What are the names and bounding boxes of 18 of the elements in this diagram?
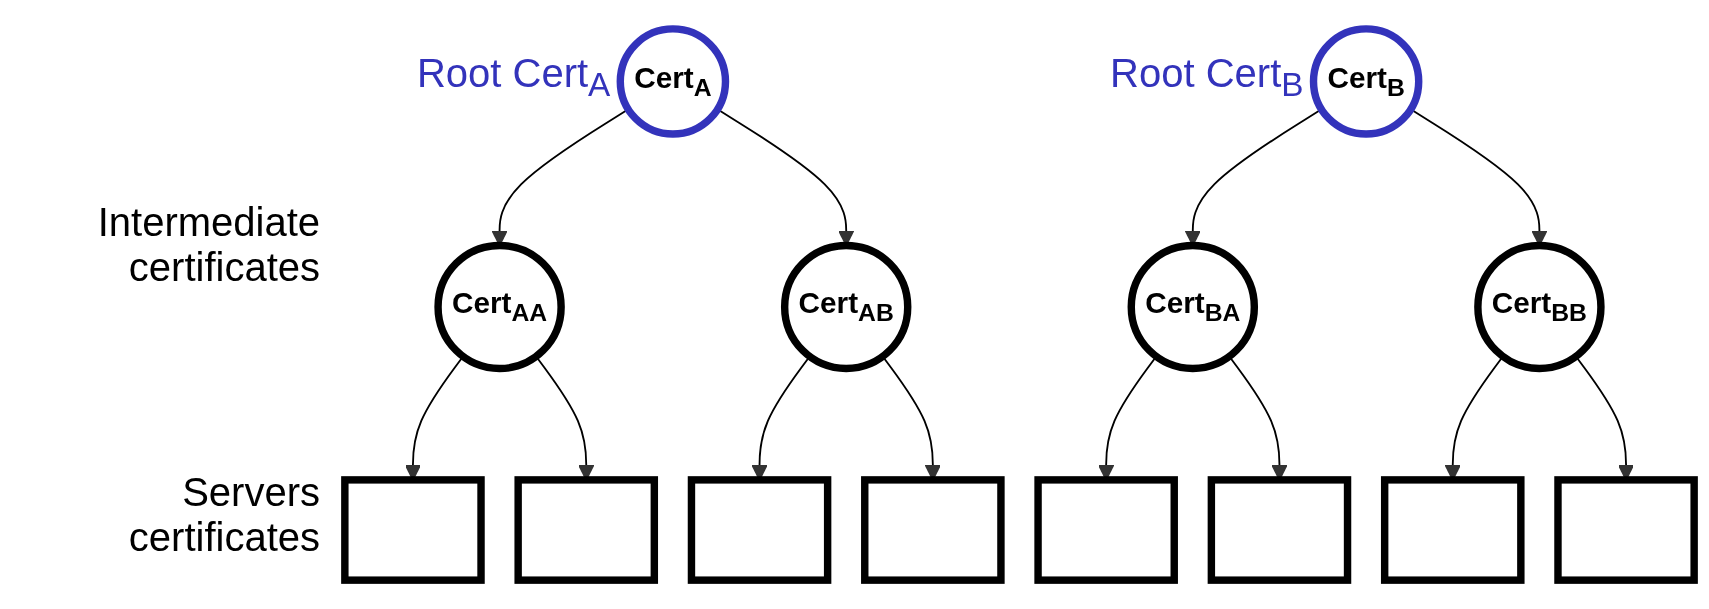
row-label: Servers certificates bbox=[127, 470, 320, 560]
node-box bbox=[1207, 476, 1352, 584]
node-caption: Root Cert$_{B}$ bbox=[1110, 51, 1304, 105]
node-box bbox=[861, 476, 1005, 584]
node-box bbox=[687, 476, 832, 584]
node-caption: Root Cert$_{A}$ bbox=[416, 51, 611, 105]
node-box bbox=[1380, 476, 1525, 584]
node-circle: Cert$_{AA}$ bbox=[434, 241, 565, 373]
node-box bbox=[1034, 476, 1178, 584]
node-circle: Cert$_{BA}$ bbox=[1127, 241, 1259, 373]
node-box bbox=[341, 476, 485, 584]
node-circle: Cert$_{B}$ bbox=[1309, 25, 1423, 138]
node-circle: Cert$_{BB}$ bbox=[1474, 241, 1605, 373]
node-circle: Cert$_{AB}$ bbox=[780, 241, 912, 373]
node-box bbox=[1554, 476, 1698, 584]
node-box bbox=[514, 476, 659, 584]
row-label: Intermediate certificates bbox=[96, 200, 320, 290]
node-circle: Cert$_{A}$ bbox=[616, 25, 730, 138]
